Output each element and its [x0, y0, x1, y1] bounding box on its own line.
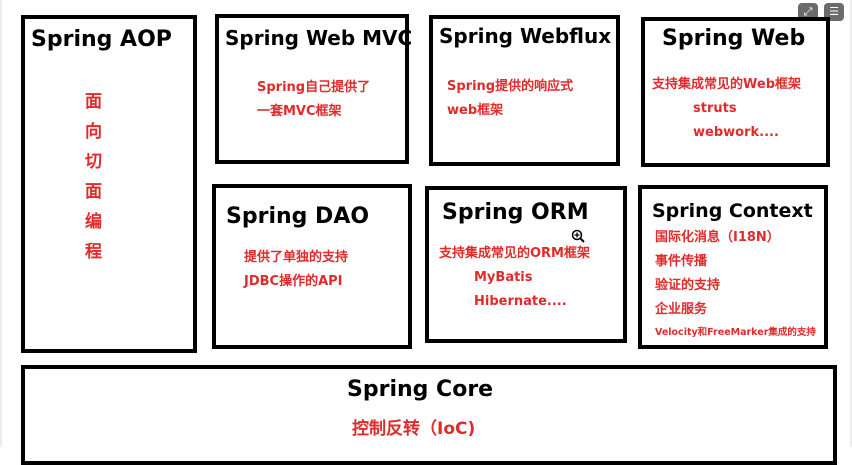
module-spring-context: Spring Context 国际化消息（I18N） 事件传播 验证的支持 企业… [638, 185, 828, 349]
module-spring-web: Spring Web 支持集成常见的Web框架 struts webwork..… [641, 17, 830, 167]
canvas-frame [0, 0, 852, 447]
module-line: 国际化消息（I18N） [655, 230, 780, 245]
module-line: Spring自己提供了 [257, 80, 371, 95]
module-title: Spring Core [347, 377, 494, 402]
module-line: Hibernate.... [474, 294, 567, 309]
aop-char: 面 [85, 92, 102, 112]
viewer-controls: ⤢ ☰ [798, 3, 844, 21]
zoom-cursor-icon [571, 229, 585, 243]
module-line: 支持集成常见的Web框架 [652, 77, 801, 92]
module-spring-dao: Spring DAO 提供了单独的支持 JDBC操作的API [212, 184, 412, 349]
module-title: Spring DAO [226, 204, 370, 229]
module-spring-aop: Spring AOP 面 向 切 面 编 程 [21, 15, 197, 353]
module-line: MyBatis [474, 270, 533, 285]
module-line: JDBC操作的API [244, 274, 343, 289]
module-spring-web-mvc: Spring Web MVC Spring自己提供了 一套MVC框架 [215, 14, 413, 164]
aop-char: 向 [85, 122, 102, 142]
module-line: Velocity和FreeMarker集成的支持 [655, 327, 816, 338]
module-line: 支持集成常见的ORM框架 [439, 246, 590, 261]
module-spring-orm: Spring ORM 支持集成常见的ORM框架 MyBatis Hibernat… [425, 186, 627, 343]
module-title: Spring ORM [442, 200, 589, 225]
module-spring-webflux: Spring Webflux Spring提供的响应式 web框架 [429, 15, 620, 166]
comment-icon[interactable]: ☰ [824, 3, 844, 21]
module-line: web框架 [447, 103, 504, 118]
module-line: 企业服务 [655, 302, 708, 317]
aop-description: 面 向 切 面 编 程 [85, 87, 102, 267]
module-line: struts [693, 101, 737, 116]
aop-char: 程 [85, 242, 102, 262]
module-line: 事件传播 [655, 254, 708, 269]
module-line: 验证的支持 [655, 278, 721, 293]
module-title: Spring Web [662, 26, 806, 51]
module-line: webwork.... [693, 125, 779, 140]
aop-char: 面 [85, 182, 102, 202]
module-subtitle: 控制反转（IoC) [352, 419, 476, 439]
aop-char: 编 [85, 212, 102, 232]
module-line: Spring提供的响应式 [447, 79, 574, 94]
module-line: 一套MVC框架 [257, 104, 342, 119]
module-line: 提供了单独的支持 [244, 250, 349, 265]
aop-char: 切 [85, 152, 102, 172]
module-title: Spring AOP [31, 27, 172, 52]
module-title: Spring Web MVC [225, 26, 413, 50]
module-spring-core: Spring Core 控制反转（IoC) [21, 365, 837, 465]
module-title: Spring Webflux [439, 24, 612, 48]
module-title: Spring Context [652, 200, 813, 222]
expand-icon[interactable]: ⤢ [798, 3, 818, 21]
